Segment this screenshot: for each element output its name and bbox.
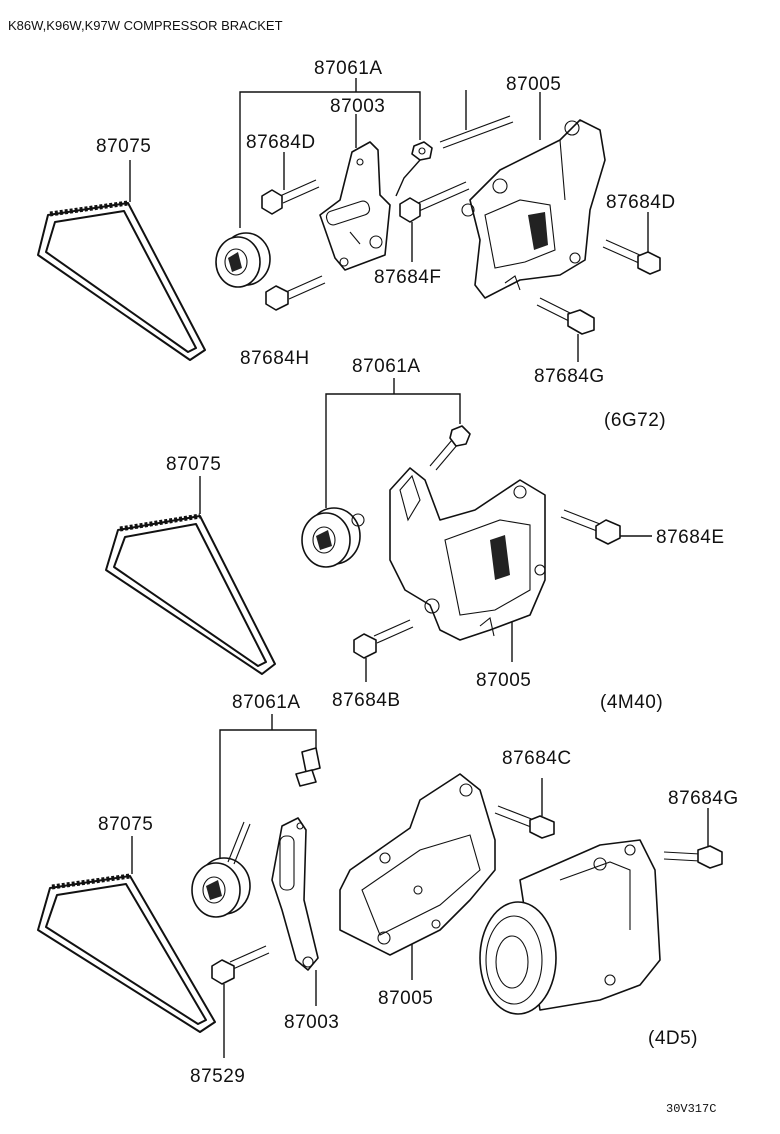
section-6g72: 87075 87061A 87003 [37, 58, 676, 431]
bolt-87684f [399, 181, 470, 223]
bolt-87684g [663, 845, 723, 869]
label-bolt-87684b: 87684B [332, 690, 401, 711]
bolt-87529 [211, 945, 270, 985]
label-bracket-87005: 87005 [506, 74, 561, 95]
engine-label-4d5: (4D5) [648, 1028, 698, 1049]
label-bolt-87684g: 87684G [668, 788, 739, 809]
label-belt-87075: 87075 [98, 814, 153, 835]
adjuster-plate [319, 141, 391, 271]
label-bolt-87684d-top: 87684D [246, 132, 316, 153]
bolt-87684c [494, 805, 555, 839]
idler-pulley [215, 232, 271, 288]
drive-belt [37, 200, 206, 361]
label-bracket-87005: 87005 [476, 670, 531, 691]
bolt-87684b [353, 619, 414, 659]
adjuster-plate [271, 817, 319, 971]
ac-compressor [479, 839, 661, 1015]
label-idler-87061a: 87061A [352, 356, 421, 377]
label-bolt-87684g: 87684G [534, 366, 605, 387]
label-idler-87061a: 87061A [314, 58, 383, 79]
bolt-87684d-top [261, 179, 320, 215]
drive-belt [105, 513, 276, 675]
compressor-bracket [339, 773, 496, 956]
label-bolt-87684f: 87684F [374, 267, 441, 288]
idler-pulley [301, 507, 361, 568]
bolt-87684g [536, 297, 595, 335]
label-bolt-87684d-right: 87684D [606, 192, 676, 213]
label-bolt-87529: 87529 [190, 1066, 245, 1087]
label-belt-87075: 87075 [166, 454, 221, 475]
label-bolt-87684h: 87684H [240, 348, 310, 369]
compressor-bracket [461, 119, 606, 299]
bolt-87684e [560, 509, 621, 545]
section-4d5: 87075 87061A 87003 8 [37, 692, 739, 1087]
nut-icon [411, 141, 433, 161]
bolt-icon [429, 425, 471, 471]
idler-pulley [191, 821, 251, 918]
compressor-bracket [351, 467, 546, 641]
drive-belt [37, 873, 216, 1033]
label-adjuster-87003: 87003 [284, 1012, 339, 1033]
label-bracket-87005: 87005 [378, 988, 433, 1009]
label-idler-87061a: 87061A [232, 692, 301, 713]
label-bolt-87684e: 87684E [656, 527, 725, 548]
engine-label-4m40: (4M40) [600, 692, 663, 713]
label-adjuster-87003: 87003 [330, 96, 385, 117]
bolt-87684d-right [602, 239, 661, 275]
engine-label-6g72: (6G72) [604, 410, 666, 431]
bolt-87684h [265, 275, 326, 311]
drawing-code: 30V317C [666, 1102, 716, 1116]
nut-icon [295, 747, 321, 787]
diagram-title: K86W,K96W,K97W COMPRESSOR BRACKET [8, 18, 283, 33]
long-bolt [439, 90, 514, 149]
label-bolt-87684c: 87684C [502, 748, 572, 769]
section-4m40: 87075 87061A 87005 [105, 356, 725, 713]
label-belt-87075: 87075 [96, 136, 151, 157]
